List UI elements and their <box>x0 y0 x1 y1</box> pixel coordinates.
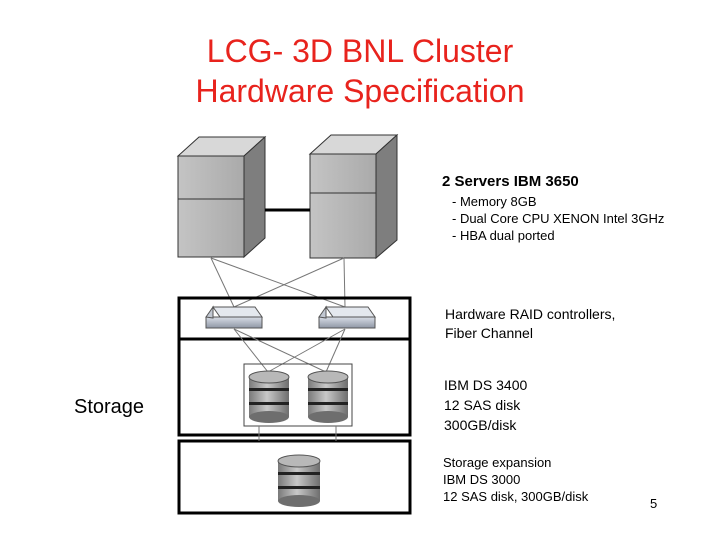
page-number: 5 <box>650 496 658 511</box>
fc-links-upper <box>210 257 346 308</box>
ds3400-label-line3: 300GB/disk <box>444 417 517 433</box>
expansion-links <box>258 426 337 441</box>
slide-title-line1: LCG- 3D BNL Cluster <box>206 33 514 69</box>
storage-label: Storage <box>74 396 145 418</box>
server-1 <box>176 135 267 259</box>
disk-stack-2 <box>307 370 349 423</box>
raid-label-line2: Fiber Channel <box>445 325 533 341</box>
server-spec-3: - HBA dual ported <box>452 228 555 243</box>
raid-controller-1 <box>205 305 263 329</box>
expansion-label-line3: 12 SAS disk, 300GB/disk <box>443 489 589 504</box>
server-2 <box>308 133 399 260</box>
disk-enclosure-frame <box>243 363 353 427</box>
slide-title-line2: Hardware Specification <box>195 73 525 109</box>
servers-heading: 2 Servers IBM 3650 <box>442 173 579 190</box>
server-spec-2: - Dual Core CPU XENON Intel 3GHz <box>452 211 665 226</box>
expansion-label-line1: Storage expansion <box>443 455 552 470</box>
expansion-box <box>177 439 412 515</box>
ds3400-label-line1: IBM DS 3400 <box>444 377 528 393</box>
expansion-label-line2: IBM DS 3000 <box>443 472 521 487</box>
expansion-disk <box>277 454 321 507</box>
ds3400-box <box>177 337 412 437</box>
raid-controller-2 <box>318 305 376 329</box>
server-spec-1: - Memory 8GB <box>452 194 537 209</box>
raid-label-line1: Hardware RAID controllers, <box>445 306 616 322</box>
disk-stack-1 <box>248 370 290 423</box>
ds3400-label-line2: 12 SAS disk <box>444 397 521 413</box>
fc-links-lower <box>233 328 346 373</box>
